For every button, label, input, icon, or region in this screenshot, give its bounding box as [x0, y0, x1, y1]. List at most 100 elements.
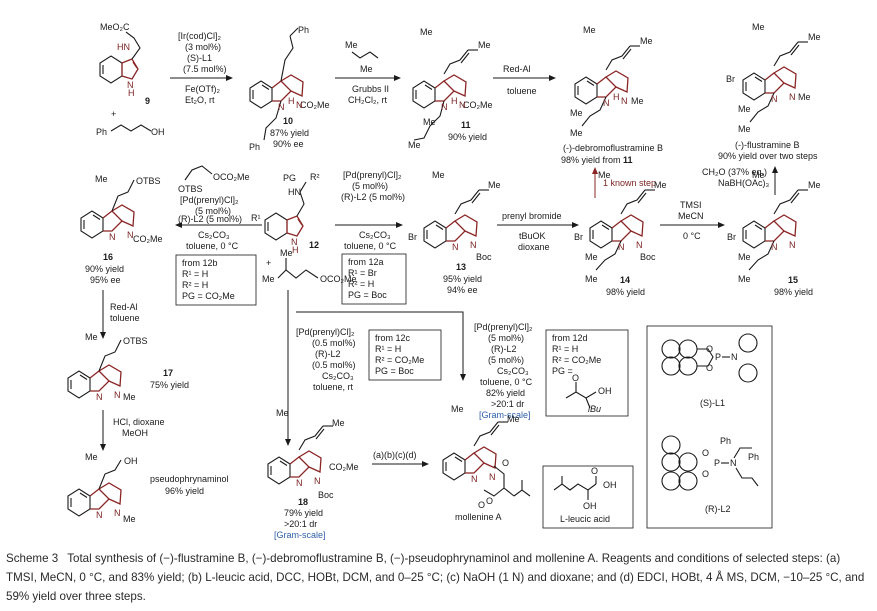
cond-9-10: [Ir(cod)Cl]₂ (3 mol%) (S)-L1 (7.5 mol%) … [178, 31, 227, 105]
svg-text:Me: Me [654, 180, 667, 190]
svg-text:82% yield: 82% yield [486, 388, 525, 398]
mollenine-a: Me Me O O O N N mollenine A [442, 404, 531, 522]
compound-13: Me Me Br N N Boc 13 95% yield 94% ee [408, 170, 501, 295]
svg-text:Me: Me [752, 170, 765, 180]
svg-text:Me: Me [598, 170, 611, 180]
svg-text:R¹ = H: R¹ = H [552, 344, 578, 354]
svg-text:N: N [452, 242, 459, 252]
svg-text:toluene, 0 °C: toluene, 0 °C [480, 377, 533, 387]
svg-text:Grubbs II: Grubbs II [352, 84, 389, 94]
svg-text:toluene, 0 °C: toluene, 0 °C [186, 241, 239, 251]
svg-text:Me: Me [631, 96, 644, 106]
svg-text:12: 12 [309, 240, 319, 250]
svg-text:R¹ = H: R¹ = H [375, 344, 401, 354]
svg-text:(R)-L2: (R)-L2 [491, 344, 517, 354]
svg-text:(7.5 mol%): (7.5 mol%) [183, 64, 227, 74]
compound-12: PG HN R² R¹ N H 12 [251, 172, 320, 255]
svg-text:MeOH: MeOH [122, 428, 148, 438]
svg-text:N: N [771, 242, 778, 252]
svg-text:Me: Me [752, 22, 765, 32]
svg-text:H: H [288, 96, 295, 106]
svg-text:PG = Boc: PG = Boc [375, 366, 414, 376]
svg-text:(0.5 mol%): (0.5 mol%) [312, 338, 356, 348]
svg-text:[Ir(cod)Cl]₂: [Ir(cod)Cl]₂ [178, 31, 222, 41]
svg-text:(0.5 mol%): (0.5 mol%) [312, 360, 356, 370]
svg-text:O: O [706, 363, 713, 373]
svg-text:98% yield: 98% yield [606, 287, 645, 297]
svg-text:O: O [502, 458, 509, 468]
cinnamyl-alcohol: Ph OH [96, 124, 165, 137]
cond-12-mollenine: [Pd(prenyl)Cl]₂ (5 mol%) (R)-L2 (5 mol%)… [474, 322, 533, 420]
svg-text:MeCN: MeCN [678, 211, 704, 221]
svg-text:Br: Br [574, 232, 583, 242]
svg-text:Br: Br [726, 74, 735, 84]
svg-text:P: P [714, 458, 720, 468]
svg-text:95% yield: 95% yield [443, 274, 482, 284]
svg-text:(5 mol%): (5 mol%) [352, 181, 388, 191]
svg-text:N: N [314, 476, 321, 486]
svg-text:Ph: Ph [748, 452, 759, 462]
svg-text:(5 mol%): (5 mol%) [488, 333, 524, 343]
pseudophrynaminol: Me OH N N Me pseudophrynaminol 96% yield [67, 452, 229, 524]
svg-text:90% yield: 90% yield [85, 264, 124, 274]
svg-text:from 12a: from 12a [348, 257, 384, 267]
svg-text:Me: Me [808, 32, 821, 42]
svg-text:(R)-L2: (R)-L2 [315, 349, 341, 359]
svg-text:[Pd(prenyl)Cl]₂: [Pd(prenyl)Cl]₂ [474, 322, 533, 332]
svg-text:CO₂Me: CO₂Me [463, 100, 493, 110]
svg-text:Me: Me [420, 27, 433, 37]
svg-text:Br: Br [727, 232, 736, 242]
flustramine-b: Me Me Br Me Me N N Me (-)-flustramine B … [718, 22, 821, 161]
svg-text:Me: Me [570, 128, 583, 138]
svg-text:CO₂Me: CO₂Me [329, 462, 359, 472]
svg-text:O: O [486, 496, 493, 506]
svg-text:N: N [441, 102, 448, 112]
svg-text:Me: Me [738, 274, 751, 284]
svg-text:L-leucic acid: L-leucic acid [560, 514, 610, 524]
c9-label: 9 [145, 96, 150, 106]
svg-text:OCO₂Me: OCO₂Me [320, 274, 357, 284]
reaction-scheme: MeO₂C HN N H 9 + Ph OH [Ir(cod)Cl]₂ (3 m… [67, 22, 821, 540]
svg-text:Me: Me [738, 252, 751, 262]
box-12d: from 12d R¹ = H R² = CO₂Me PG = O OH iBu [552, 333, 612, 414]
cond-12-16: OCO₂Me OTBS [Pd(prenyl)Cl]₂ (5 mol%) (R)… [178, 165, 250, 251]
svg-text:Fe(OTf)₂: Fe(OTf)₂ [185, 84, 220, 94]
compound-14: Me Me Br Me Me N N Boc 14 98% yield [574, 170, 667, 297]
svg-text:O: O [478, 500, 485, 510]
svg-text:P: P [715, 352, 721, 362]
svg-text:Me: Me [332, 418, 345, 428]
svg-text:Me: Me [123, 392, 136, 402]
scheme-caption: Scheme 3 Total synthesis of (−)-flustram… [6, 549, 872, 606]
cond-17-pseudo: HCl, dioxane MeOH [113, 417, 165, 438]
svg-text:0 °C: 0 °C [683, 231, 701, 241]
svg-text:94% ee: 94% ee [447, 285, 478, 295]
svg-text:Me: Me [585, 274, 598, 284]
svg-text:Me: Me [738, 124, 751, 134]
svg-text:10: 10 [283, 116, 293, 126]
svg-text:PG = CO₂Me: PG = CO₂Me [182, 291, 235, 301]
svg-text:Me: Me [280, 248, 293, 258]
svg-text:Me: Me [408, 140, 421, 150]
svg-text:N: N [114, 390, 121, 400]
svg-text:Cs₂CO₃: Cs₂CO₃ [359, 230, 391, 240]
prenyl-carbonate: Me Me OCO₂Me [262, 248, 357, 284]
cond-11-debromo: Red-Al toluene [503, 64, 537, 96]
svg-text:N: N [291, 237, 298, 247]
svg-text:79% yield: 79% yield [284, 508, 323, 518]
svg-text:OTBS: OTBS [123, 336, 148, 346]
svg-text:R¹: R¹ [251, 213, 261, 223]
svg-text:mollenine A: mollenine A [455, 512, 502, 522]
svg-text:(S)-L1: (S)-L1 [700, 398, 725, 408]
svg-text:HN: HN [288, 187, 301, 197]
c9-n: N [127, 80, 134, 90]
svg-text:(5 mol%): (5 mol%) [195, 206, 231, 216]
cond-18-mollenine: (a)(b)(c)(d) [373, 450, 417, 460]
svg-text:toluene: toluene [110, 313, 140, 323]
svg-text:from 12b: from 12b [182, 258, 218, 268]
svg-text:[Gram-scale]: [Gram-scale] [274, 530, 326, 540]
svg-text:Ph: Ph [720, 436, 731, 446]
c9-ester: MeO₂C [100, 22, 130, 32]
svg-text:Me: Me [451, 404, 464, 414]
cond-10-11: Me Me Grubbs II CH₂Cl₂, rt [345, 40, 389, 105]
svg-text:N: N [636, 240, 643, 250]
